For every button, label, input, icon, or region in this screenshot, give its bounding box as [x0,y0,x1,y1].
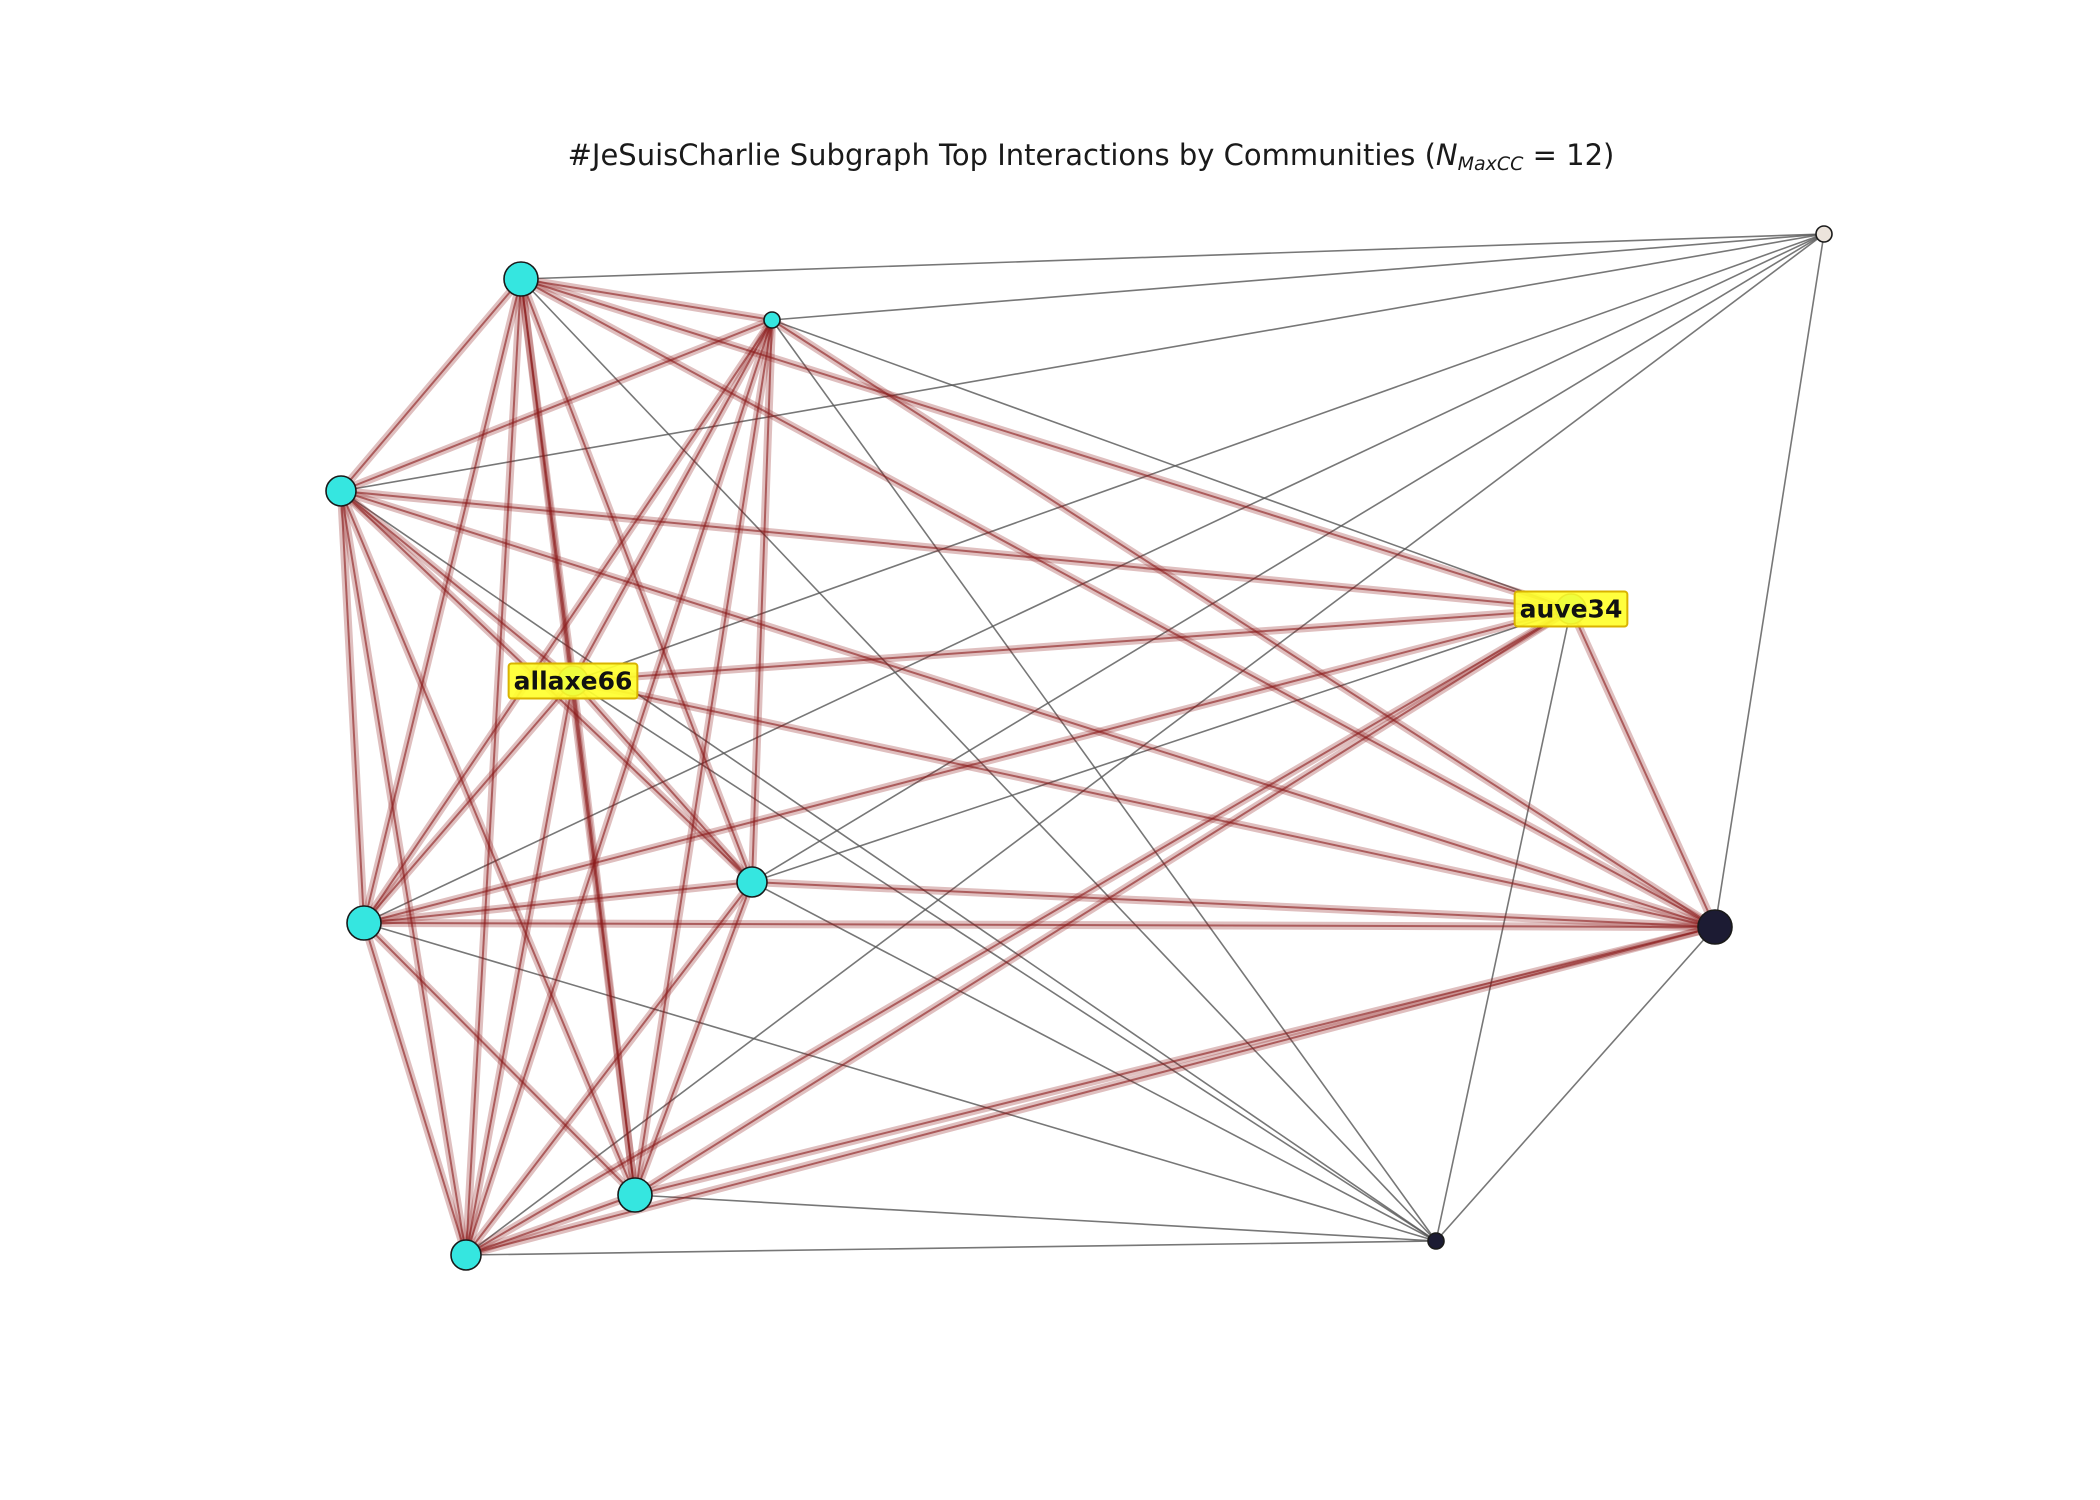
intra-community-edge [360,275,525,927]
intra-community-edge [360,919,1719,931]
graph-node [763,311,781,329]
node-label: allaxe66 [507,662,639,700]
node-label-box [507,662,639,700]
intra-community-edge [569,677,639,1199]
inter-community-edge [363,233,1825,924]
inter-community-edge [465,233,1825,1256]
intra-community-edge [1567,605,1719,931]
intra-community-edge [462,923,1719,1259]
intra-community-edge [569,677,756,886]
inter-community-edge [520,233,1825,280]
inter-community-edge [572,680,1437,1242]
intra-community-edge [462,316,776,1259]
title-suffix: = 12) [1523,138,1615,172]
intra-community-edge [517,275,1719,931]
intra-community-edge [337,275,525,495]
inter-community-edge [751,233,1825,883]
inter-community-edge [751,608,1572,883]
intra-community-edge [631,605,1575,1199]
inter-community-edges [340,233,1825,1256]
inter-community-edge [771,319,1572,610]
node-labels: allaxe66 auve34 [507,590,1629,700]
graph-node [1697,909,1733,945]
inter-community-edge [572,233,1825,682]
graph-node [346,905,382,941]
intra-community-edge [360,677,577,927]
intra-community-edge [517,275,756,886]
graph-node [617,1177,653,1213]
intra-community-edge [462,275,525,1259]
intra-community-edge [360,878,756,927]
intra-community-edge [631,923,1719,1199]
graph-node [503,261,539,297]
title-variable: N [1435,138,1458,172]
intra-community-edge [748,316,776,886]
intra-community-edge [631,878,756,1199]
intra-community-edge [337,487,1575,613]
intra-community-edge [768,316,1719,931]
inter-community-edge [634,1194,1437,1242]
intra-community-edge [337,316,776,495]
intra-community-edge [462,878,756,1259]
intra-community-edge [337,487,470,1259]
intra-community-edge [462,677,577,1259]
node-label-box [1513,590,1629,628]
intra-community-edge [337,487,368,927]
chart-title: #JeSuisCharlie Subgraph Top Interactions… [0,138,2100,175]
intra-community-edge [631,316,776,1199]
graph-node [450,1239,482,1271]
intra-community-edge [569,605,1575,685]
graph-node [325,475,357,507]
inter-community-edge [1435,926,1716,1242]
intra-community-edge [517,275,1575,613]
inter-community-edge [771,319,1437,1242]
intra-community-edges [337,275,1719,1259]
inter-community-edge [465,1240,1437,1256]
intra-community-edge [360,605,1575,927]
intra-community-edge [337,487,639,1199]
intra-community-edge [360,919,639,1199]
intra-community-edge [517,275,776,324]
inter-community-edge [1435,608,1572,1242]
node-label-text: allaxe66 [514,667,633,696]
graph-node [1427,1232,1445,1250]
intra-community-edge [462,605,1575,1259]
title-subscript: MaxCC [1457,153,1524,175]
inter-community-edge [520,278,1437,1242]
inter-community-edge [751,881,1437,1242]
graph-node [736,866,768,898]
inter-community-edge [771,233,1825,321]
intra-community-edge [337,487,1719,931]
intra-community-edge [360,919,470,1259]
intra-community-edge [569,677,1719,931]
inter-community-edge [1714,233,1825,928]
inter-community-edge [340,490,1437,1242]
graph-node [1815,225,1833,243]
intra-community-edge [748,878,1719,931]
intra-community-edge [360,316,776,927]
intra-community-edge [462,1191,639,1259]
node-label-text: auve34 [1520,595,1623,624]
title-prefix: #JeSuisCharlie Subgraph Top Interactions… [567,138,1436,172]
node-label: auve34 [1513,590,1629,628]
intra-community-edge [337,487,577,685]
intra-community-edge [569,316,776,685]
inter-community-edge [340,233,1825,492]
